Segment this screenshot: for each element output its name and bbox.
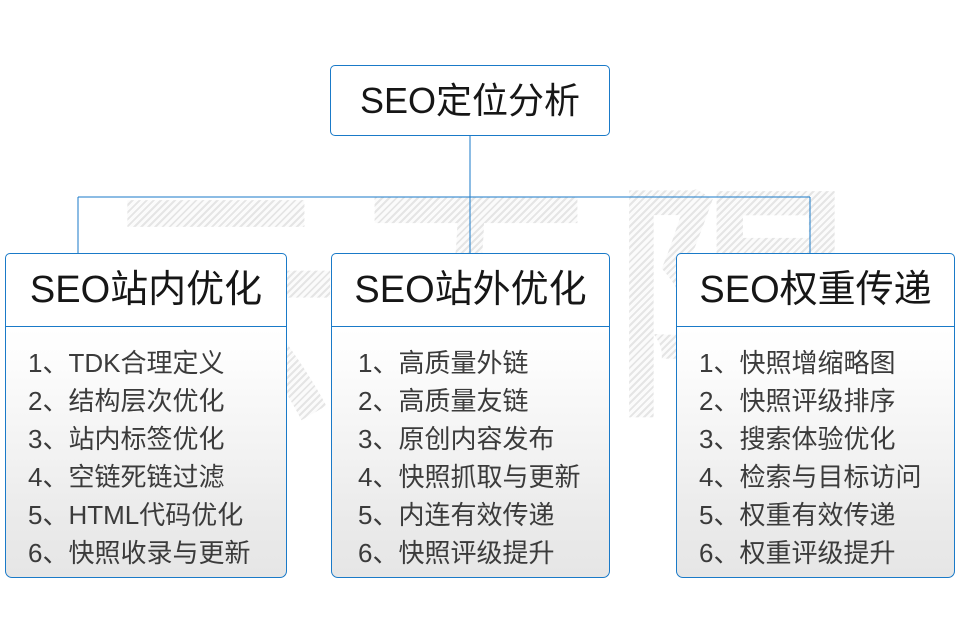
list-item-label: 2、高质量友链: [358, 386, 529, 416]
column-header-label-2: SEO站外优化: [354, 269, 587, 311]
list-item: 6、快照收录与更新: [28, 534, 286, 572]
list-item-label: 5、权重有效传递: [699, 500, 896, 530]
list-item: 5、HTML代码优化: [28, 496, 286, 534]
list-item-label: 4、检索与目标访问: [699, 462, 922, 492]
list-item-label: 4、快照抓取与更新: [358, 462, 581, 492]
root-node-label: SEO定位分析: [359, 79, 581, 121]
list-item: 2、结构层次优化: [28, 382, 286, 420]
list-item-label: 2、结构层次优化: [28, 386, 225, 416]
list-item: 6、权重评级提升: [699, 534, 954, 572]
list-item: 1、高质量外链: [358, 344, 609, 382]
root-node-seo-positioning-analysis[interactable]: SEO定位分析: [330, 65, 610, 136]
list-item: 2、高质量友链: [358, 382, 609, 420]
list-item-label: 1、TDK合理定义: [28, 348, 225, 378]
list-item: 1、快照增缩略图: [699, 344, 954, 382]
list-item-label: 4、空链死链过滤: [28, 462, 225, 492]
list-item-label: 2、快照评级排序: [699, 386, 896, 416]
list-item-label: 5、内连有效传递: [358, 500, 555, 530]
list-item: 2、快照评级排序: [699, 382, 954, 420]
list-item: 3、站内标签优化: [28, 420, 286, 458]
column-header-label-3: SEO权重传递: [699, 269, 932, 311]
list-item-label: 6、快照收录与更新: [28, 538, 251, 568]
list-item-label: 5、HTML代码优化: [28, 500, 244, 530]
list-item: 4、快照抓取与更新: [358, 458, 609, 496]
list-item-label: 6、权重评级提升: [699, 538, 896, 568]
column-header-1[interactable]: SEO站内优化: [5, 253, 287, 327]
column-list-3: 1、快照增缩略图 2、快照评级排序 3、搜索体验优化 4、检索与目标访问 5、权…: [676, 327, 955, 578]
list-item: 5、权重有效传递: [699, 496, 954, 534]
column-list-1: 1、TDK合理定义 2、结构层次优化 3、站内标签优化 4、空链死链过滤 5、H…: [5, 327, 287, 578]
list-item-label: 3、搜索体验优化: [699, 424, 896, 454]
column-list-2: 1、高质量外链 2、高质量友链 3、原创内容发布 4、快照抓取与更新 5、内连有…: [331, 327, 610, 578]
list-item-label: 3、站内标签优化: [28, 424, 225, 454]
list-item: 5、内连有效传递: [358, 496, 609, 534]
column-header-3[interactable]: SEO权重传递: [676, 253, 955, 327]
column-header-label-1: SEO站内优化: [29, 269, 263, 311]
list-item: 3、原创内容发布: [358, 420, 609, 458]
list-item: 4、空链死链过滤: [28, 458, 286, 496]
list-item-label: 3、原创内容发布: [358, 424, 555, 454]
list-item: 4、检索与目标访问: [699, 458, 954, 496]
list-item-label: 1、高质量外链: [358, 348, 529, 378]
column-header-2[interactable]: SEO站外优化: [331, 253, 610, 327]
list-item-label: 6、快照评级提升: [358, 538, 555, 568]
list-item: 1、TDK合理定义: [28, 344, 286, 382]
list-item: 3、搜索体验优化: [699, 420, 954, 458]
list-item-label: 1、快照增缩略图: [699, 348, 896, 378]
list-item: 6、快照评级提升: [358, 534, 609, 572]
